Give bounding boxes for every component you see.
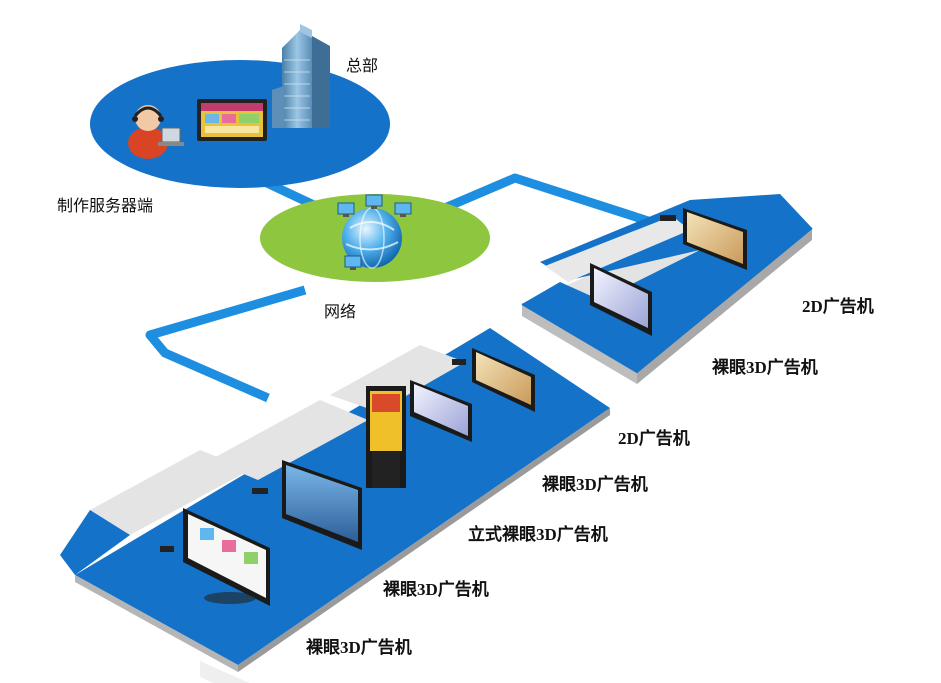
globe-icon: [342, 207, 402, 269]
main-3d-a-label: 裸眼3D广告机: [542, 475, 648, 494]
computer-icon: [394, 202, 412, 217]
monitor-icon: [197, 99, 267, 141]
display-screen-icon: [660, 208, 747, 270]
display-screen-icon: [366, 386, 406, 488]
building-icon: [272, 24, 330, 128]
display-screen-icon: [160, 508, 270, 683]
network-computers: [337, 194, 412, 270]
user-headset-icon: [128, 105, 168, 159]
right-3d-label: 裸眼3D广告机: [712, 358, 818, 377]
network-label: 网络: [324, 302, 357, 321]
computer-icon: [365, 194, 383, 209]
main-vertical-3d-label: 立式裸眼3D广告机: [468, 525, 608, 544]
display-screen-icon: [452, 348, 535, 412]
computer-icon: [158, 127, 184, 146]
server-label: 制作服务器端: [57, 196, 154, 215]
display-screen-icon: [590, 263, 652, 336]
right-2d-label: 2D广告机: [802, 297, 874, 316]
cable-network-right: [438, 173, 672, 233]
main-3d-b-label: 裸眼3D广告机: [383, 580, 489, 599]
display-screen-icon: [252, 460, 362, 550]
cable-network-main: [145, 285, 307, 403]
main-2d-label: 2D广告机: [618, 429, 690, 448]
computer-icon: [337, 202, 355, 217]
display-screen-icon: [410, 380, 472, 442]
hq-label: 总部: [346, 56, 379, 75]
main-3d-c-label: 裸眼3D广告机: [306, 638, 412, 657]
computer-icon: [344, 255, 362, 270]
